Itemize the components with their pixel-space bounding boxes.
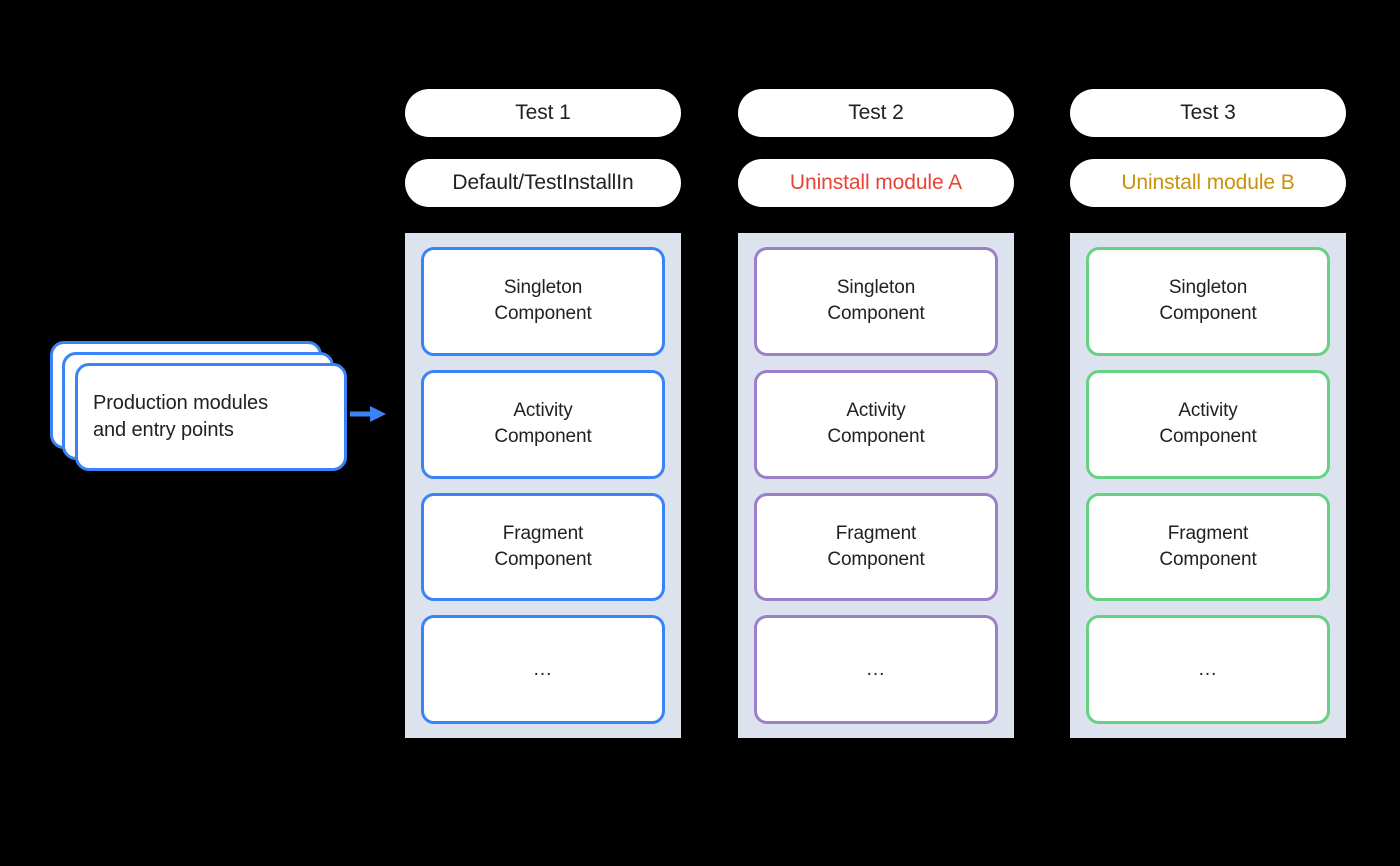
test-column-2: Test 2 Uninstall module A Singleton Comp… <box>738 89 1014 738</box>
component-line1: Fragment <box>835 522 917 544</box>
component-box-more[interactable]: ... <box>754 615 998 724</box>
test-column-1: Test 1 Default/TestInstallIn Singleton C… <box>405 89 681 738</box>
component-box-fragment[interactable]: Fragment Component <box>754 492 998 602</box>
production-modules-label: Production modules and entry points <box>75 363 347 471</box>
component-line2: Component <box>827 548 925 570</box>
component-line2: Component <box>494 548 592 570</box>
component-line2: Component <box>1159 303 1257 325</box>
component-line1: Activity <box>846 400 906 422</box>
component-line1: Activity <box>1178 400 1238 422</box>
test-3-component-panel: Singleton Component Activity Component F… <box>1070 233 1346 738</box>
component-line1: Activity <box>513 400 573 422</box>
flow-arrow <box>350 404 390 424</box>
component-line2: Component <box>1159 426 1257 448</box>
component-line2: Component <box>827 303 925 325</box>
test-2-title-pill[interactable]: Test 2 <box>738 89 1014 137</box>
test-3-title-pill[interactable]: Test 3 <box>1070 89 1346 137</box>
production-modules-line1: Production modules <box>93 392 268 414</box>
component-box-more[interactable]: ... <box>1086 615 1330 724</box>
ellipsis-label: ... <box>533 658 553 680</box>
ellipsis-label: ... <box>1198 658 1218 680</box>
production-modules-line2: and entry points <box>93 419 234 441</box>
stack-card-front <box>75 363 347 471</box>
test-1-component-panel: Singleton Component Activity Component F… <box>405 233 681 738</box>
component-line1: Fragment <box>1167 522 1249 544</box>
component-box-singleton[interactable]: Singleton Component <box>754 247 998 356</box>
component-box-activity[interactable]: Activity Component <box>1086 369 1330 479</box>
test-3-action-pill[interactable]: Uninstall module B <box>1070 159 1346 207</box>
ellipsis-label: ... <box>866 658 886 680</box>
production-modules-stack: Production modules and entry points <box>50 341 360 476</box>
component-box-fragment[interactable]: Fragment Component <box>421 492 665 602</box>
component-line1: Singleton <box>503 277 583 299</box>
test-2-action-pill[interactable]: Uninstall module A <box>738 159 1014 207</box>
component-box-singleton[interactable]: Singleton Component <box>421 247 665 356</box>
component-box-activity[interactable]: Activity Component <box>421 369 665 479</box>
test-2-component-panel: Singleton Component Activity Component F… <box>738 233 1014 738</box>
test-1-action-pill[interactable]: Default/TestInstallIn <box>405 159 681 207</box>
component-line2: Component <box>827 426 925 448</box>
component-box-activity[interactable]: Activity Component <box>754 369 998 479</box>
test-column-3: Test 3 Uninstall module B Singleton Comp… <box>1070 89 1346 738</box>
component-box-singleton[interactable]: Singleton Component <box>1086 247 1330 356</box>
component-line2: Component <box>494 426 592 448</box>
component-line2: Component <box>494 303 592 325</box>
component-box-more[interactable]: ... <box>421 615 665 724</box>
component-box-fragment[interactable]: Fragment Component <box>1086 492 1330 602</box>
test-1-title-pill[interactable]: Test 1 <box>405 89 681 137</box>
component-line1: Singleton <box>1168 277 1248 299</box>
component-line1: Singleton <box>836 277 916 299</box>
component-line1: Fragment <box>502 522 584 544</box>
component-line2: Component <box>1159 548 1257 570</box>
